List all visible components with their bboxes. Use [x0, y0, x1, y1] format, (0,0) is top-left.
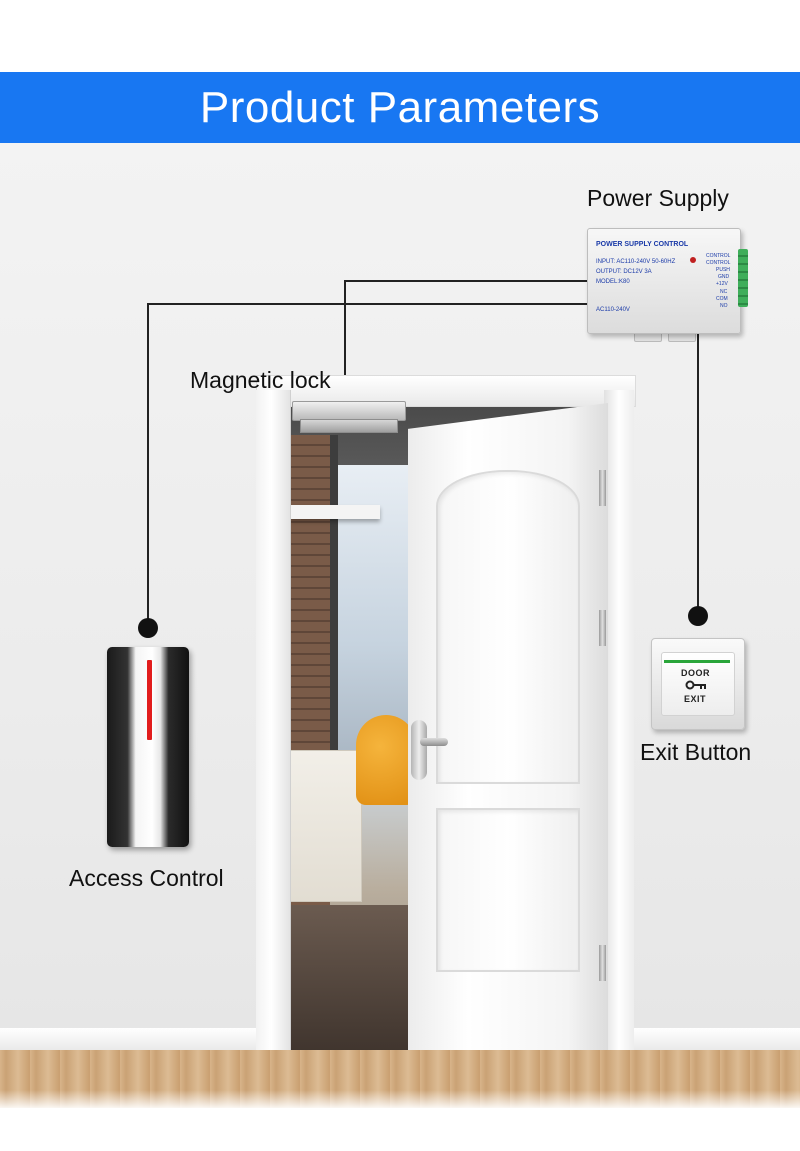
exit-door-text: DOOR: [681, 668, 710, 678]
psu-terminal-label: PUSH: [716, 267, 730, 273]
door-hinge: [599, 945, 606, 981]
psu-terminal-label: CONTROL: [706, 253, 731, 259]
power-supply-label: Power Supply: [587, 185, 729, 211]
psu-output-spec: OUTPUT: DC12V 3A: [596, 269, 652, 275]
header-banner: Product Parameters: [0, 72, 800, 143]
door-hinge: [599, 610, 606, 646]
wire-exit-vertical: [697, 332, 699, 608]
door-handle-plate: [411, 720, 427, 780]
window-post: [330, 435, 338, 775]
access-control-label: Access Control: [69, 865, 224, 891]
wire-connector-reader: [138, 618, 158, 638]
key-icon: [685, 680, 706, 690]
wire-reader-horizontal: [147, 303, 587, 305]
exit-exit-text: EXIT: [684, 694, 707, 704]
magnetic-lock-label: Magnetic lock: [190, 367, 331, 393]
door-panel-bottom: [436, 808, 580, 972]
door-frame-right: [604, 390, 634, 1050]
exit-green-strip: [664, 660, 730, 663]
psu-model: MODEL:K80: [596, 279, 630, 285]
psu-input-spec: INPUT: AC110-240V 50-60HZ: [596, 259, 676, 265]
magnetic-lock-armature: [300, 419, 398, 433]
wire-lock-horizontal: [344, 280, 587, 282]
psu-terminal-label: CONTROL: [706, 260, 731, 266]
magnetic-lock-icon: [292, 401, 406, 421]
floor-fade: [0, 1090, 800, 1110]
psu-terminal-label: NO: [720, 303, 728, 309]
psu-header: POWER SUPPLY CONTROL: [596, 241, 689, 248]
psu-terminal-label: +12V: [716, 281, 728, 287]
reader-led-stripe: [147, 660, 152, 740]
wall-shelf: [290, 505, 380, 519]
psu-ac-label: AC110-240V: [596, 307, 630, 313]
door-panel-top: [436, 470, 580, 784]
psu-terminal-label: COM: [716, 296, 728, 302]
orange-chair: [356, 715, 416, 805]
wire-connector-exit: [688, 606, 708, 626]
psu-terminal-label: GND: [718, 274, 730, 280]
door-frame-left: [256, 390, 291, 1050]
wire-lock-vertical: [344, 280, 346, 400]
wire-reader-vertical: [147, 303, 149, 625]
door-hinge: [599, 470, 606, 506]
psu-led-icon: [690, 257, 696, 263]
door-handle-icon: [420, 738, 448, 746]
page-title: Product Parameters: [199, 82, 601, 132]
psu-terminal-label: NC: [720, 289, 728, 295]
power-supply-icon: POWER SUPPLY CONTROL INPUT: AC110-240V 5…: [587, 228, 748, 334]
exit-button-label: Exit Button: [640, 739, 752, 765]
cabinet: [290, 750, 362, 902]
psu-terminal-block: [738, 249, 748, 307]
